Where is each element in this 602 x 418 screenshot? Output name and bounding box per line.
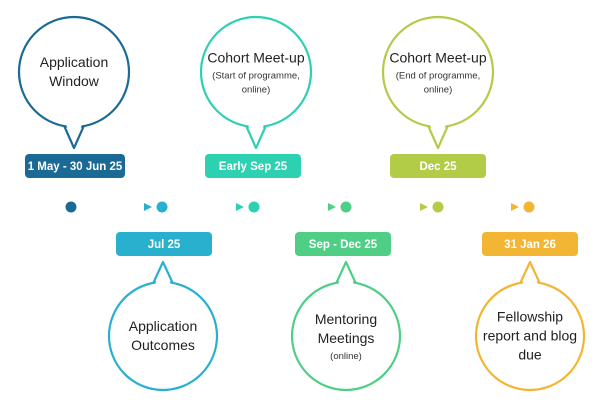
milestone-title: Application <box>129 318 198 334</box>
date-label-text: Jul 25 <box>148 239 181 251</box>
milestone-title: due <box>518 347 542 363</box>
date-label: Dec 25 <box>390 154 486 178</box>
date-label: 1 May - 30 Jun 25 <box>25 154 125 178</box>
milestone-title: Mentoring <box>315 311 377 327</box>
milestone-title: Cohort Meet-up <box>207 50 304 66</box>
timeline-dot <box>156 201 168 213</box>
milestone-bubble <box>381 15 495 150</box>
milestone-cohort-meetup-start: Cohort Meet-up (Start of programme, online… <box>199 15 313 213</box>
milestone-title: Meetings <box>318 330 375 346</box>
date-label-text: Early Sep 25 <box>219 161 288 173</box>
date-label-text: 1 May - 30 Jun 25 <box>28 161 123 173</box>
date-label: Sep - Dec 25 <box>295 232 391 256</box>
milestone-bubble <box>17 15 131 150</box>
milestone-title: Fellowship <box>497 309 563 325</box>
date-label-text: 31 Jan 26 <box>504 239 556 251</box>
milestone-title: Window <box>49 73 100 89</box>
milestone-title: Cohort Meet-up <box>389 50 486 66</box>
date-label: Jul 25 <box>116 232 212 256</box>
milestone-subtitle: online) <box>424 85 453 96</box>
timeline-dot <box>248 201 260 213</box>
date-label-text: Dec 25 <box>419 161 457 173</box>
milestone-bubble <box>474 260 586 392</box>
milestone-bubble <box>290 260 402 392</box>
date-label: 31 Jan 26 <box>482 232 578 256</box>
milestone-title: Outcomes <box>131 337 195 353</box>
timeline-dot <box>523 201 535 213</box>
date-label: Early Sep 25 <box>205 154 301 178</box>
timeline-dot <box>340 201 352 213</box>
milestone-subtitle: (online) <box>330 351 362 362</box>
milestone-cohort-meetup-end: Cohort Meet-up (End of programme, online) D… <box>381 15 495 213</box>
date-label-text: Sep - Dec 25 <box>309 239 378 251</box>
timeline-dot <box>432 201 444 213</box>
timeline-dot <box>65 201 77 213</box>
milestone-subtitle: (End of programme, <box>396 71 480 82</box>
milestone-title: report and blog <box>483 328 577 344</box>
milestone-fellowship-report: Fellowship report and blog due 31 Jan 26 <box>474 201 586 392</box>
milestone-subtitle: (Start of programme, <box>212 71 300 82</box>
milestone-bubble <box>199 15 313 150</box>
milestone-title: Application <box>40 54 109 70</box>
milestone-bubble <box>107 260 219 392</box>
milestone-subtitle: online) <box>242 85 271 96</box>
